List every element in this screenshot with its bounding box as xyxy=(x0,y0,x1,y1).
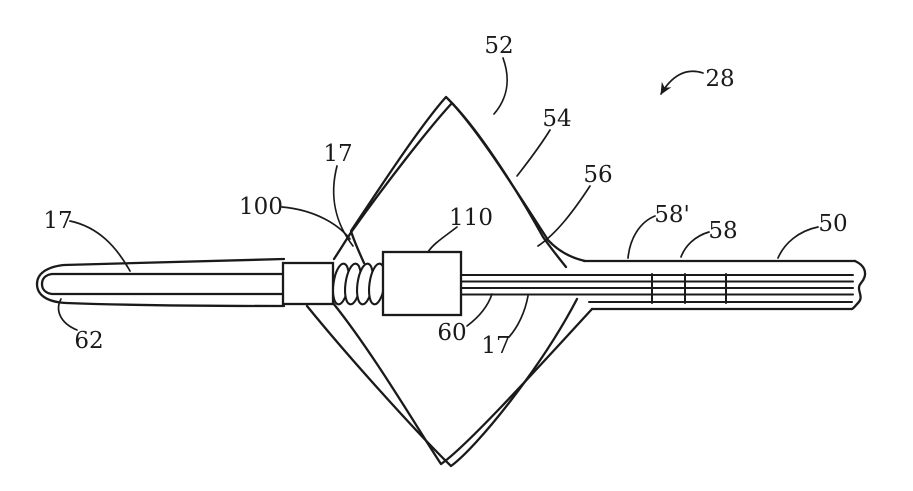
label-17-tip: 17 xyxy=(43,208,72,234)
leader-60 xyxy=(466,293,493,327)
label-58: 58 xyxy=(708,218,737,244)
label-28: 28 xyxy=(705,66,734,92)
label-100: 100 xyxy=(239,194,283,220)
inner-shaft xyxy=(460,274,854,296)
leader-54 xyxy=(516,129,551,177)
leader-17-inner-shaft xyxy=(508,295,529,338)
reference-arrow-28 xyxy=(660,70,704,95)
strut-upper-inner xyxy=(332,101,568,269)
label-17-upper: 17 xyxy=(323,141,352,167)
leader-110 xyxy=(427,226,458,253)
leader-50 xyxy=(777,226,819,259)
outer-shaft xyxy=(582,259,867,311)
strut-lower-outer xyxy=(331,301,594,466)
strut-lower-inner xyxy=(305,297,579,468)
distal-tip xyxy=(35,257,286,308)
basket-struts xyxy=(305,95,594,468)
label-50: 50 xyxy=(818,211,847,237)
coil-spring xyxy=(331,262,387,306)
label-54: 54 xyxy=(542,106,571,132)
leader-17-tip xyxy=(69,220,131,272)
label-58-prime: 58' xyxy=(654,202,690,228)
collar-block xyxy=(281,261,335,306)
leader-56 xyxy=(537,185,591,247)
label-17-inner-shaft: 17 xyxy=(481,333,510,359)
label-62: 62 xyxy=(74,328,103,354)
reference-numerals: 17 62 100 17 110 52 54 56 28 58' 58 50 6… xyxy=(43,33,847,359)
leader-58 xyxy=(680,231,710,258)
tip-inner-lumen xyxy=(40,272,286,296)
tip-outer-wall xyxy=(35,257,286,308)
label-56: 56 xyxy=(583,162,612,188)
label-52: 52 xyxy=(484,33,513,59)
leader-lines xyxy=(57,57,819,338)
leader-17-upper xyxy=(332,165,354,247)
label-60: 60 xyxy=(437,320,466,346)
leader-52 xyxy=(493,57,508,115)
label-110: 110 xyxy=(449,205,493,231)
leader-58-prime xyxy=(627,215,656,259)
leader-62 xyxy=(57,298,78,331)
shaft-break-line xyxy=(850,259,867,311)
connector-block xyxy=(381,250,463,317)
